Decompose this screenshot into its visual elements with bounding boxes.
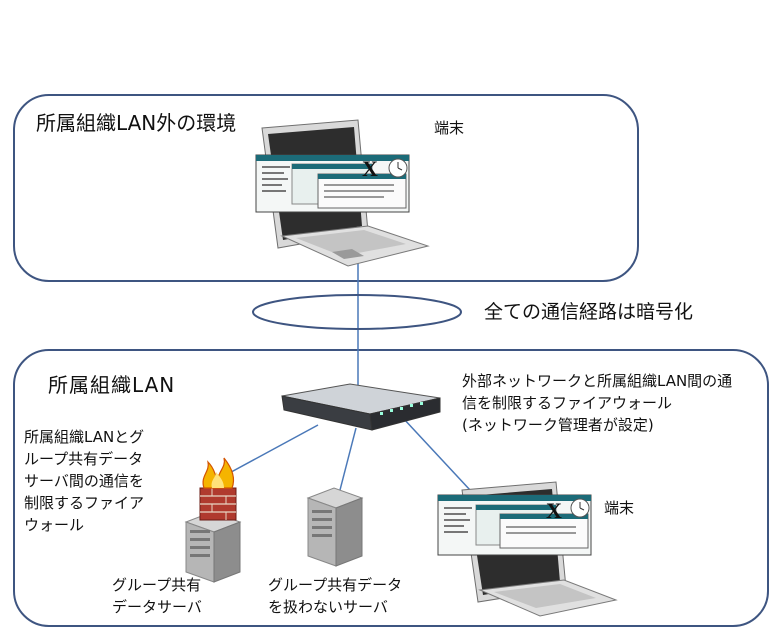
svg-text:X: X	[362, 156, 378, 181]
encryption-label: 全ての通信経路は暗号化	[484, 301, 694, 323]
link-to-inner-terminal	[402, 417, 471, 491]
inner-laptop-icon: X	[437, 481, 618, 617]
svg-text:X: X	[546, 498, 562, 523]
encryption-ellipse	[252, 294, 462, 330]
outer-laptop-icon: X	[255, 119, 430, 267]
link-to-firewall	[221, 424, 319, 478]
outer-firewall-note: 外部ネットワークと所属組織LAN間の通 信を制限するファイアウォール (ネットワ…	[462, 372, 733, 434]
firewall-icon	[199, 457, 237, 521]
group-firewall-note: 所属組織LANとグ ループ共有データ サーバ間の通信を 制限するファイア ウォー…	[24, 428, 145, 534]
other-server-icon	[306, 487, 364, 567]
outer-terminal-label: 端末	[434, 119, 465, 137]
shared-server-icon	[184, 511, 242, 583]
lan-title: 所属組織LAN	[48, 373, 176, 397]
link-to-other-server	[339, 427, 357, 491]
outside-lan-title: 所属組織LAN外の環境	[36, 111, 237, 135]
shared-server-label: グループ共有 データサーバ	[112, 576, 202, 616]
inner-terminal-label: 端末	[604, 499, 635, 517]
router-icon	[281, 383, 441, 431]
other-server-label: グループ共有データ を扱わないサーバ	[268, 576, 403, 616]
